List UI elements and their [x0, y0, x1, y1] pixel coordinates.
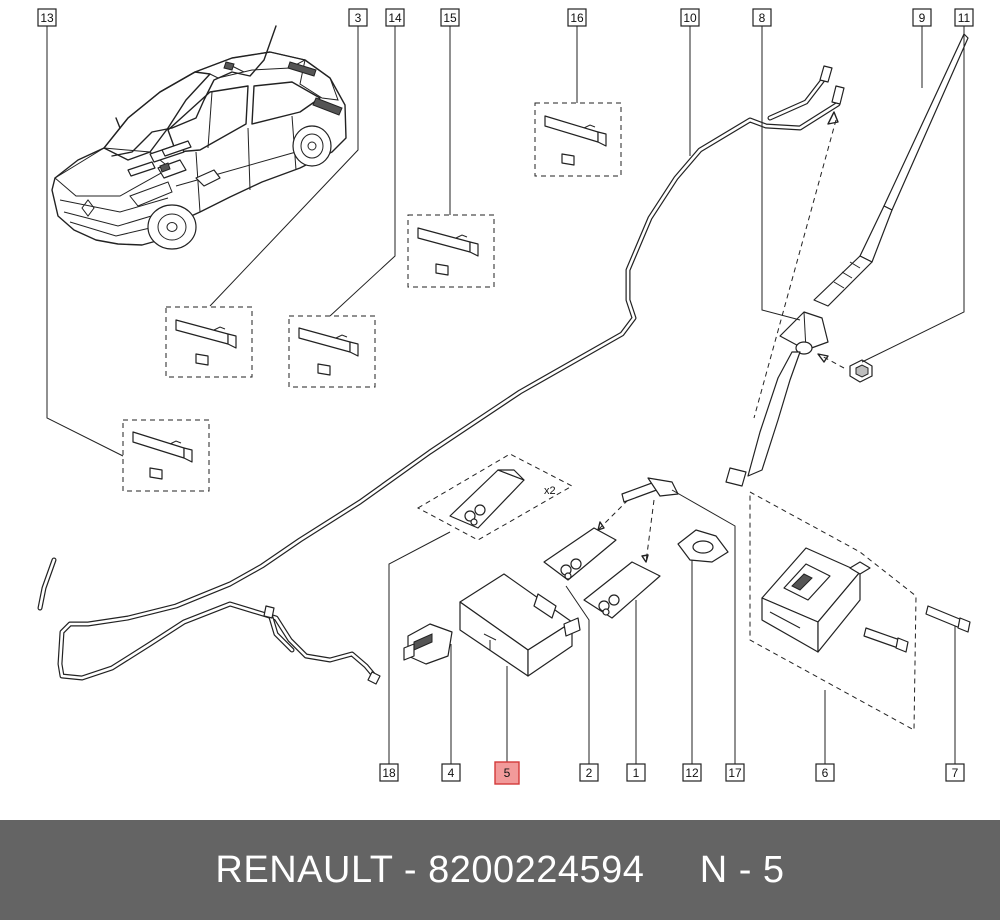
callout-4: 4	[441, 763, 461, 782]
callout-15: 15	[440, 8, 460, 27]
svg-text:13: 13	[40, 11, 54, 25]
caption-bar: RENAULT - 8200224594 N - 5	[0, 820, 1000, 920]
svg-text:1: 1	[633, 766, 640, 780]
car-illustration	[51, 25, 347, 250]
callout-10: 10	[680, 8, 700, 27]
svg-text:14: 14	[388, 11, 402, 25]
svg-text:3: 3	[355, 11, 362, 25]
callout-9: 9	[912, 8, 932, 27]
antenna-segment-3	[165, 306, 253, 378]
antenna-segment-14	[288, 315, 376, 388]
svg-text:17: 17	[728, 766, 742, 780]
control-module	[459, 573, 581, 677]
card-reader-connector	[403, 623, 453, 665]
antenna-base	[725, 311, 829, 487]
callout-8: 8	[752, 8, 772, 27]
svg-text:18: 18	[382, 766, 396, 780]
svg-text:4: 4	[448, 766, 455, 780]
svg-text:16: 16	[570, 11, 584, 25]
antenna-segment-15	[407, 214, 495, 288]
svg-text:2: 2	[586, 766, 593, 780]
position-label: N - 5	[699, 848, 785, 891]
caption-separator: -	[392, 848, 429, 891]
svg-text:10: 10	[683, 11, 697, 25]
card-holder-bracket	[677, 529, 729, 563]
antenna-segment-16	[534, 102, 622, 177]
key-card-1	[583, 499, 661, 619]
svg-text:8: 8	[759, 11, 766, 25]
callout-1: 1	[626, 763, 646, 782]
callout-5-highlighted: 5	[494, 761, 520, 785]
svg-text:5: 5	[504, 766, 511, 780]
leader-lines	[46, 25, 965, 765]
part-caption: RENAULT - 8200224594 N - 5	[215, 849, 784, 892]
antenna-cable	[37, 65, 845, 685]
brand-name: RENAULT	[215, 848, 393, 891]
svg-text:7: 7	[952, 766, 959, 780]
caption-gap	[644, 849, 699, 891]
callout-3: 3	[348, 8, 368, 27]
keyless-unit-box	[749, 491, 917, 731]
callout-16: 16	[567, 8, 587, 27]
svg-text:6: 6	[822, 766, 829, 780]
multiplier-label: x2	[544, 485, 556, 497]
mounting-screws	[863, 605, 971, 653]
svg-text:11: 11	[958, 11, 971, 25]
svg-text:12: 12	[685, 766, 699, 780]
svg-text:9: 9	[919, 11, 926, 25]
callout-7: 7	[945, 763, 965, 782]
exploded-parts-diagram: x2	[37, 8, 974, 785]
svg-text:15: 15	[443, 11, 457, 25]
key-card-pair: x2	[416, 453, 574, 541]
antenna-nut	[817, 353, 873, 383]
callout-18: 18	[379, 763, 399, 782]
callout-2: 2	[579, 763, 599, 782]
callout-12: 12	[682, 763, 702, 782]
callout-13: 13	[37, 8, 57, 27]
emergency-key-blade	[621, 477, 679, 503]
callout-11: 11	[954, 8, 974, 27]
mounting-direction-line	[753, 119, 837, 419]
key-card-2	[543, 499, 629, 581]
arrow-head-icon	[827, 111, 839, 125]
callout-6: 6	[815, 763, 835, 782]
callout-17: 17	[725, 763, 745, 782]
callout-14: 14	[385, 8, 405, 27]
part-number: 8200224594	[428, 848, 645, 891]
antenna-mast	[813, 33, 969, 307]
antenna-segment-13	[122, 419, 210, 492]
